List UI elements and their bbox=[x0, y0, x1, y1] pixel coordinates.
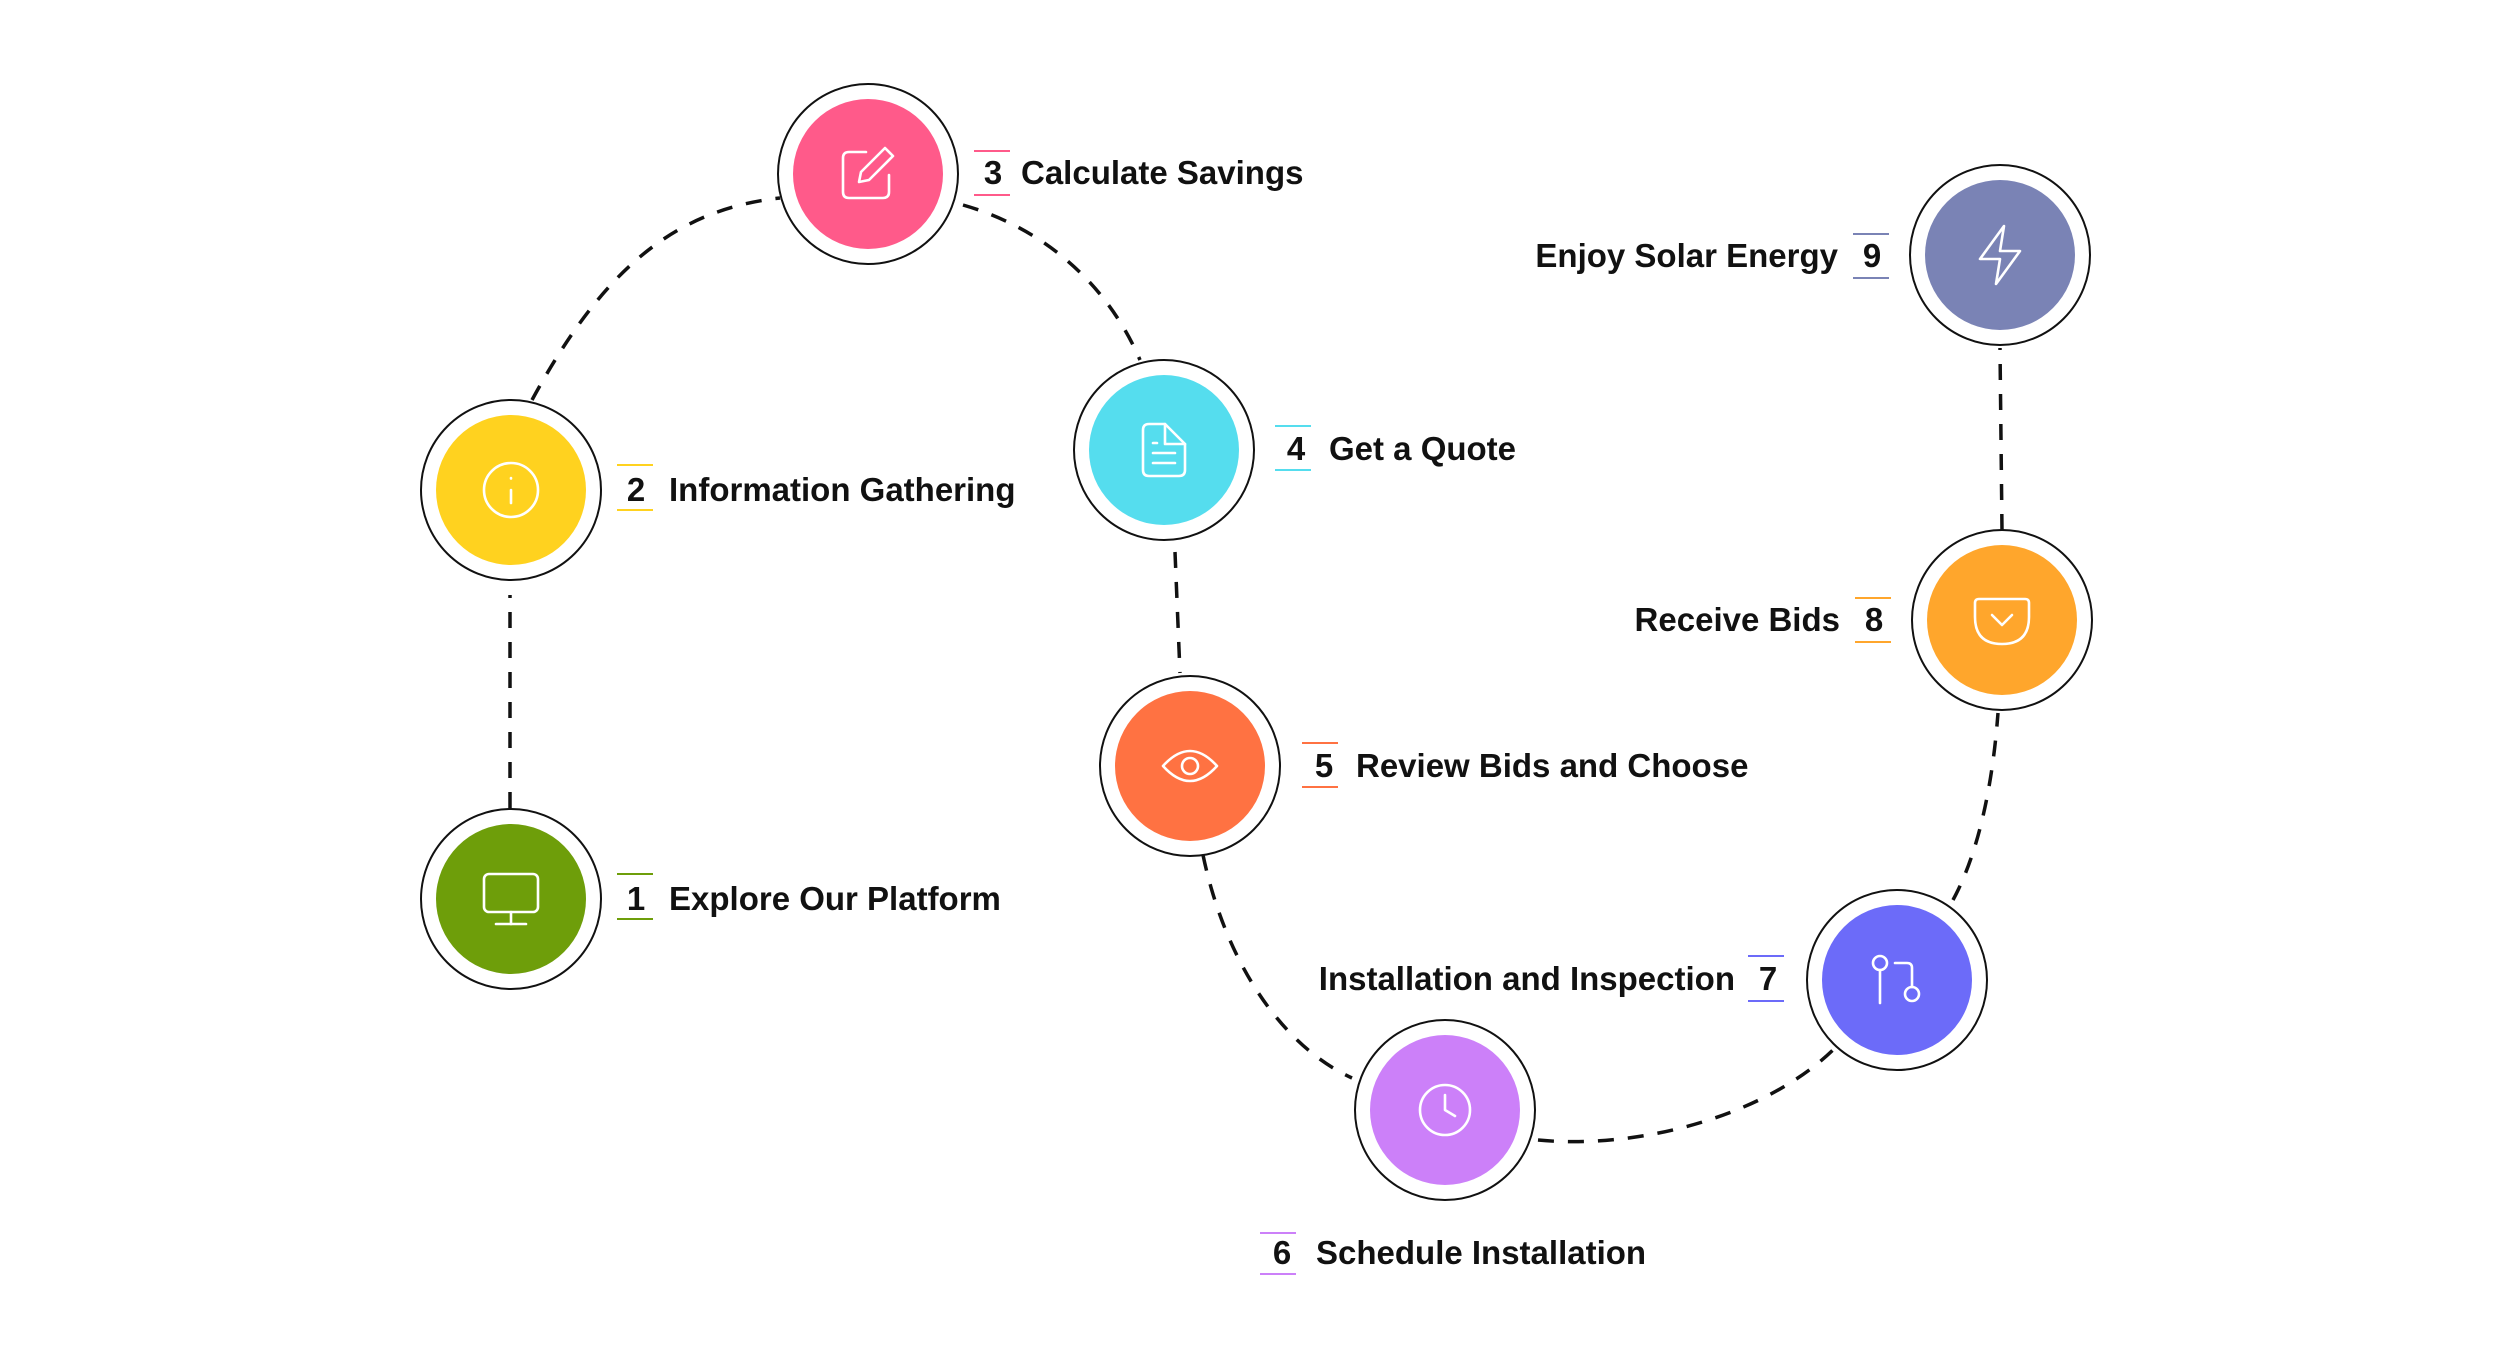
git-pull-icon bbox=[1871, 954, 1921, 1005]
step-node-6: 6 Schedule Installation bbox=[1260, 1019, 1646, 1275]
step-node-4: 4 Get a Quote bbox=[1073, 359, 1516, 541]
step-node-8: 8 Receive Bids bbox=[1635, 529, 2093, 711]
node-fill bbox=[793, 99, 943, 249]
step-number: 4 bbox=[1287, 430, 1306, 467]
connector-2-3 bbox=[530, 196, 781, 401]
step-node-2: 2 Information Gathering bbox=[420, 399, 1016, 581]
pocket-icon bbox=[1973, 597, 2031, 646]
node-fill bbox=[436, 824, 586, 974]
step-label: Receive Bids bbox=[1635, 601, 1840, 638]
info-icon bbox=[482, 461, 540, 519]
step-label: Explore Our Platform bbox=[669, 880, 1001, 917]
step-number: 7 bbox=[1759, 960, 1777, 997]
step-node-1: 1 Explore Our Platform bbox=[420, 808, 1001, 990]
connector-4-5 bbox=[1173, 551, 1182, 674]
connector-7-8 bbox=[1951, 712, 2000, 901]
step-label: Review Bids and Choose bbox=[1356, 747, 1748, 784]
step-label: Installation and Inspection bbox=[1319, 960, 1735, 997]
clock-icon bbox=[1418, 1083, 1472, 1137]
eye-icon bbox=[1161, 749, 1219, 783]
document-icon bbox=[1141, 422, 1187, 478]
step-number: 1 bbox=[627, 880, 645, 917]
connector-6-7 bbox=[1537, 1043, 1840, 1144]
edit-icon bbox=[841, 146, 895, 200]
step-label: Information Gathering bbox=[669, 471, 1016, 508]
step-node-5: 5 Review Bids and Choose bbox=[1099, 675, 1748, 857]
step-number: 8 bbox=[1865, 601, 1883, 638]
step-number: 2 bbox=[627, 471, 645, 508]
step-node-9: 9 Enjoy Solar Energy bbox=[1535, 164, 2091, 346]
node-fill bbox=[1925, 180, 2075, 330]
node-fill bbox=[1927, 545, 2077, 695]
node-fill bbox=[1089, 375, 1239, 525]
step-number: 5 bbox=[1315, 747, 1333, 784]
connectors bbox=[508, 196, 2004, 1144]
step-label: Schedule Installation bbox=[1316, 1234, 1646, 1271]
step-number: 6 bbox=[1273, 1234, 1291, 1271]
connector-8-9 bbox=[1998, 347, 2004, 531]
node-fill bbox=[1115, 691, 1265, 841]
connector-5-6 bbox=[1201, 854, 1353, 1080]
step-label: Calculate Savings bbox=[1021, 154, 1303, 191]
step-node-7: 7 Installation and Inspection bbox=[1319, 889, 1988, 1071]
monitor-icon bbox=[482, 872, 540, 926]
step-label: Get a Quote bbox=[1329, 430, 1516, 467]
step-label: Enjoy Solar Energy bbox=[1535, 237, 1838, 274]
node-fill bbox=[1822, 905, 1972, 1055]
step-number: 9 bbox=[1863, 237, 1881, 274]
connector-3-4 bbox=[962, 203, 1142, 361]
step-node-3: 3 Calculate Savings bbox=[777, 83, 1303, 265]
step-number: 3 bbox=[984, 154, 1002, 191]
lightning-icon bbox=[1978, 224, 2022, 286]
